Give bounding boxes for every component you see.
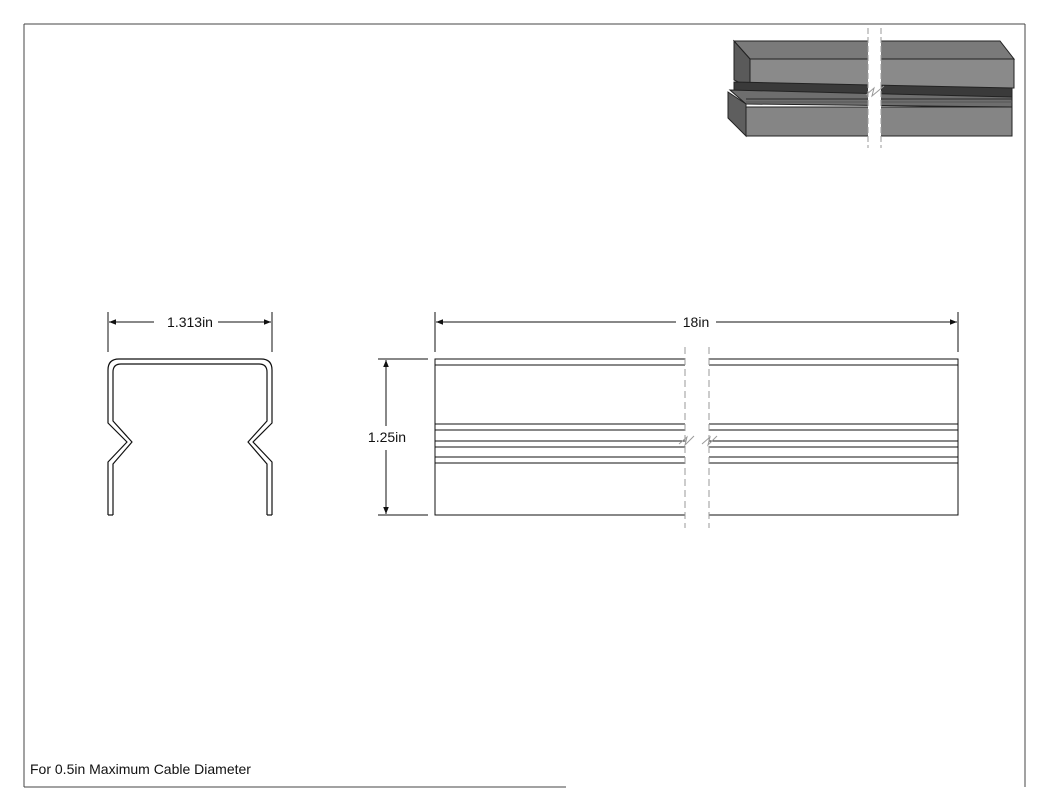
isometric-view	[727, 28, 1016, 148]
front-view-break	[678, 347, 718, 528]
end-profile-view	[107, 358, 273, 516]
length-dimension	[434, 312, 959, 352]
sheet-border	[23, 23, 1026, 788]
length-label: 18in	[683, 314, 709, 330]
profile-width-dimension	[107, 312, 273, 352]
profile-width-label: 1.313in	[167, 314, 213, 330]
cable-diameter-note: For 0.5in Maximum Cable Diameter	[30, 761, 251, 777]
height-label: 1.25in	[368, 429, 406, 445]
height-dimension	[378, 358, 428, 516]
